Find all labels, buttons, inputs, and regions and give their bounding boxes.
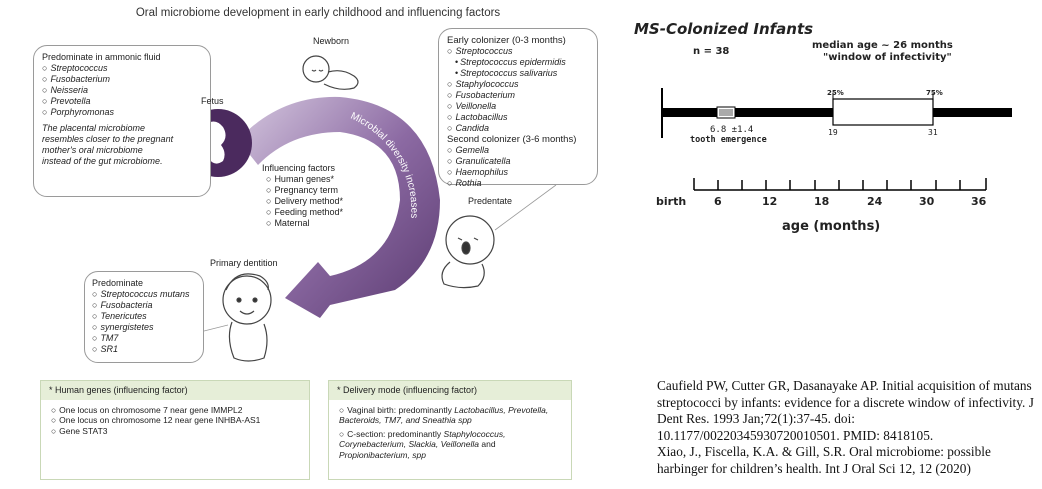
age-axis-ticks: [693, 178, 987, 190]
list-item: ○Pregnancy term: [266, 185, 338, 195]
primary-dentition-child-icon: [222, 273, 272, 362]
percentile-25-label: 25%: [827, 89, 844, 97]
list-item: ○Fusobacterium: [447, 90, 515, 100]
right-figure-title: MS-Colonized Infants: [634, 20, 814, 38]
sample-size: n = 38: [693, 46, 730, 57]
list-item: ○One locus on chromosome 12 near gene IN…: [51, 415, 261, 425]
stage-label-primary-dentition: Primary dentition: [210, 258, 278, 268]
list-item: ○Veillonella: [447, 101, 497, 111]
axis-tick-label-6: 6: [714, 195, 722, 208]
citation-block: Caufield PW, Cutter GR, Dasanayake AP. I…: [657, 378, 1037, 477]
list-item: ○Feeding method*: [266, 207, 343, 217]
list-item: ○Human genes*: [266, 174, 334, 184]
list-item: ○Fusobacteria: [92, 300, 153, 310]
fetus-taxa-list: ○Streptococcus ○Fusobacterium ○Neisseria…: [42, 63, 202, 118]
list-item: ○Gene STAT3: [51, 425, 108, 436]
fetus-note: The placental microbiome resembles close…: [42, 123, 174, 166]
list-item: ○Granulicatella: [447, 156, 511, 166]
window-of-infectivity-label: "window of infectivity": [823, 52, 952, 63]
delivery-mode-box: * Delivery mode (influencing factor) ○Va…: [328, 380, 572, 480]
list-item: ○synergistetes: [92, 322, 154, 332]
human-genes-box: * Human genes (influencing factor) ○One …: [40, 380, 310, 480]
timeline-graphic: [661, 88, 1012, 191]
infectivity-window-box: [832, 98, 934, 126]
window-start-label: 19: [828, 128, 838, 137]
list-item: •Streptococcus salivarius: [455, 68, 558, 78]
list-item: ○TM7: [92, 333, 119, 343]
list-item: ○Streptococcus mutans: [92, 289, 190, 299]
axis-tick-label-12: 12: [762, 195, 778, 208]
list-item: ○Haemophilus: [447, 167, 508, 177]
list-item: ○Lactobacillus: [447, 112, 508, 122]
colonizer-box: Early colonizer (0-3 months) ○Streptococ…: [438, 28, 598, 188]
influencing-heading: Influencing factors: [262, 163, 336, 173]
list-item: ○Maternal: [266, 218, 310, 228]
list-item: ○C-section: predominantly Staphylococcus…: [339, 428, 506, 460]
predentate-baby-icon: [441, 215, 495, 289]
list-item: ○Fusobacterium: [42, 74, 110, 84]
human-genes-heading: * Human genes (influencing factor): [41, 381, 309, 400]
fetus-microbiome-box: Predominate in ammonic fluid ○Streptococ…: [33, 45, 211, 197]
axis-tick-label-birth: birth: [656, 195, 687, 208]
list-item: ○Delivery method*: [266, 196, 343, 206]
diversity-arc: [238, 96, 440, 319]
list-item: ○Streptococcus: [447, 46, 513, 56]
axis-tick-label-36: 36: [971, 195, 987, 208]
influencing-factors: Influencing factors ○Human genes* ○Pregn…: [262, 163, 343, 229]
newborn-icon: [302, 55, 359, 90]
left-figure-title: Oral microbiome development in early chi…: [135, 7, 501, 19]
list-item: ○Staphylococcus: [447, 79, 519, 89]
median-age-label: median age ~ 26 months: [812, 40, 953, 51]
early-colonizer-heading: Early colonizer (0-3 months): [447, 35, 566, 46]
window-end-label: 31: [928, 128, 938, 137]
list-item: ○Tenericutes: [92, 311, 147, 321]
primary-dentition-box: Predominate ○Streptococcus mutans ○Fusob…: [84, 271, 204, 363]
citation-xiao: Xiao, J., Fiscella, K.A. & Gill, S.R. Or…: [657, 444, 991, 476]
stage-label-newborn: Newborn: [313, 36, 350, 46]
list-item: ○Streptococcus: [42, 63, 108, 73]
axis-tick-label-18: 18: [814, 195, 830, 208]
list-item: ○Porphyromonas: [42, 107, 114, 117]
list-item: ○Rothia: [447, 178, 482, 188]
emergence-value: 6.8 ±1.4: [710, 125, 754, 135]
list-item: ○One locus on chromosome 7 near gene IMM…: [51, 404, 243, 415]
percentile-75-label: 75%: [926, 89, 943, 97]
citation-caufield: Caufield PW, Cutter GR, Dasanayake AP. I…: [657, 378, 1034, 443]
list-item: ○Prevotella: [42, 96, 91, 106]
axis-title: age (months): [782, 219, 881, 234]
list-item: ○Neisseria: [42, 85, 88, 95]
fetus-box-heading: Predominate in ammonic fluid: [42, 52, 161, 62]
delivery-mode-heading: * Delivery mode (influencing factor): [329, 381, 571, 400]
stage-label-fetus: Fetus: [201, 96, 224, 106]
list-item: •Streptococcus epidermidis: [455, 57, 566, 67]
second-colonizer-heading: Second colonizer (3-6 months): [447, 134, 577, 145]
emergence-label: tooth emergence: [690, 135, 767, 145]
list-item: ○Candida: [447, 123, 489, 133]
axis-tick-label-24: 24: [867, 195, 883, 208]
stage-label-predentate: Predentate: [468, 196, 513, 206]
list-item: ○Vaginal birth: predominantly Lactobacil…: [339, 404, 549, 426]
dentition-box-heading: Predominate: [92, 278, 144, 288]
list-item: ○Gemella: [447, 145, 489, 155]
list-item: ○SR1: [92, 344, 118, 354]
axis-tick-label-30: 30: [919, 195, 935, 208]
